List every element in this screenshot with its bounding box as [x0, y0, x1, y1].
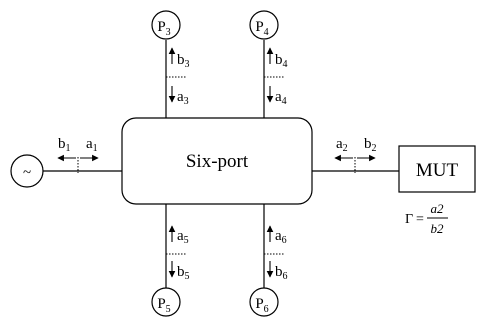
mut-label: MUT	[416, 160, 459, 181]
svg-text:b6: b6	[275, 264, 288, 282]
gamma-symbol: Γ	[405, 212, 413, 227]
svg-text:P6: P6	[255, 296, 268, 315]
port-3-waves: b3 a3	[166, 47, 190, 107]
signal-source: ~	[10, 154, 44, 188]
detector-p5: P5	[151, 287, 181, 317]
gamma-numerator: a2	[431, 201, 445, 216]
port-4-waves: b4 a4	[264, 47, 288, 107]
six-port-block: Six-port	[121, 117, 313, 205]
svg-text:b3: b3	[177, 52, 190, 70]
six-port-label: Six-port	[186, 151, 249, 172]
mut-block: MUT	[398, 145, 476, 193]
detector-p6: P6	[249, 287, 279, 317]
label-a1: a1	[86, 136, 98, 154]
port-1-waves: b1 a1	[57, 136, 99, 173]
svg-text:P4: P4	[255, 19, 268, 38]
svg-text:P3: P3	[157, 19, 170, 38]
svg-text:a3: a3	[177, 89, 189, 107]
port-6-waves: a6 b6	[264, 225, 288, 282]
reflection-coefficient-formula: Γ = a2 b2	[405, 201, 448, 236]
label-b2: b2	[364, 136, 377, 154]
port-2-waves: a2 b2	[334, 136, 377, 173]
svg-text:P5: P5	[157, 296, 170, 315]
label-a2: a2	[336, 136, 348, 154]
port-5-waves: a5 b5	[166, 225, 190, 282]
detector-p4: P4	[249, 10, 279, 40]
label-b1: b1	[58, 136, 71, 154]
svg-text:b5: b5	[177, 264, 190, 282]
svg-text:a6: a6	[275, 228, 287, 246]
source-symbol: ~	[23, 165, 31, 181]
detector-p3: P3	[151, 10, 181, 40]
gamma-denominator: b2	[431, 221, 445, 236]
svg-text:b4: b4	[275, 52, 288, 70]
equals-sign: =	[416, 212, 424, 227]
svg-text:a4: a4	[275, 89, 287, 107]
svg-text:a5: a5	[177, 228, 189, 246]
